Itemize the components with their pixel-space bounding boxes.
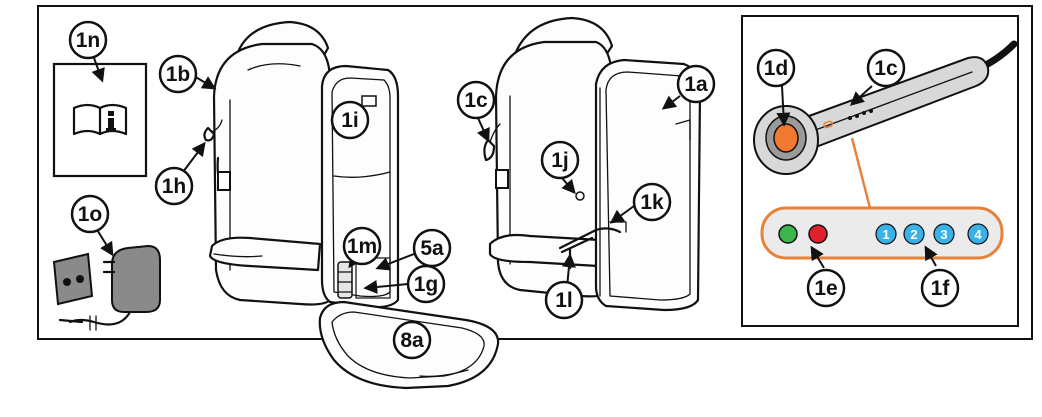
callout-1g-label: 1g [414, 273, 439, 296]
callout-1m-label: 1m [347, 235, 377, 258]
callout-1b-label: 1b [166, 63, 191, 86]
callout-1l-label: 1l [555, 289, 573, 312]
level-indicator-1 [875, 223, 897, 245]
backpack-closed [483, 16, 702, 312]
manual-icon [52, 62, 148, 178]
callout-1d-label: 1d [764, 57, 789, 80]
callout-1k-label: 1k [640, 191, 664, 214]
callouts: 1n 1b 1h 1o 1i 1m 5a 1g [68, 20, 960, 360]
callout-1o: 1o [70, 194, 110, 234]
callout-1e-label: 1e [814, 277, 837, 300]
callout-8a: 8a [392, 320, 432, 360]
status-led-green [778, 224, 798, 244]
callout-1o-label: 1o [78, 203, 103, 226]
callout-1i: 1i [330, 100, 370, 140]
level-indicator-2 [903, 223, 925, 245]
callout-1j-label: 1j [551, 149, 569, 172]
callout-1c-inset: 1c [866, 48, 906, 88]
callout-1c-left-label: 1c [464, 89, 488, 112]
callout-1n: 1n [68, 20, 108, 60]
outer-frame [37, 5, 1033, 340]
level-indicator-4 [967, 223, 989, 245]
callout-1f: 1f [920, 268, 960, 308]
callout-1a: 1a [676, 64, 716, 104]
callout-1m: 1m [342, 226, 382, 266]
callout-1a-label: 1a [684, 73, 708, 96]
callout-1g: 1g [406, 264, 446, 304]
callout-1l: 1l [544, 280, 584, 320]
callout-1h-label: 1h [162, 175, 187, 198]
callout-1c-inset-label: 1c [874, 57, 898, 80]
callout-1k: 1k [632, 182, 672, 222]
callout-1b: 1b [158, 54, 198, 94]
level-indicator-3-label: 3 [940, 227, 947, 242]
charger-icon [52, 244, 161, 331]
level-indicator-2-label: 2 [910, 227, 917, 242]
level-indicator-3 [933, 223, 955, 245]
callout-1d: 1d [756, 48, 796, 88]
status-led-red [808, 224, 828, 244]
level-indicator-4-label: 4 [974, 227, 982, 242]
callout-1c-left: 1c [456, 80, 496, 120]
callout-1i-label: 1i [341, 109, 359, 132]
callout-1n-label: 1n [76, 29, 101, 52]
callout-5a: 5a [412, 228, 452, 268]
callout-1e: 1e [806, 268, 846, 308]
inset-panel: 1 2 3 4 [741, 15, 1019, 327]
callout-1f-label: 1f [931, 277, 951, 300]
level-indicator-1-label: 1 [882, 227, 889, 242]
callout-5a-label: 5a [420, 237, 444, 260]
backpack-open [203, 20, 500, 390]
handheld-unit [753, 56, 990, 175]
callout-1h: 1h [154, 166, 194, 206]
callout-8a-label: 8a [400, 329, 424, 352]
callout-1j: 1j [540, 140, 580, 180]
control-panel: 1 2 3 4 [760, 206, 1004, 260]
